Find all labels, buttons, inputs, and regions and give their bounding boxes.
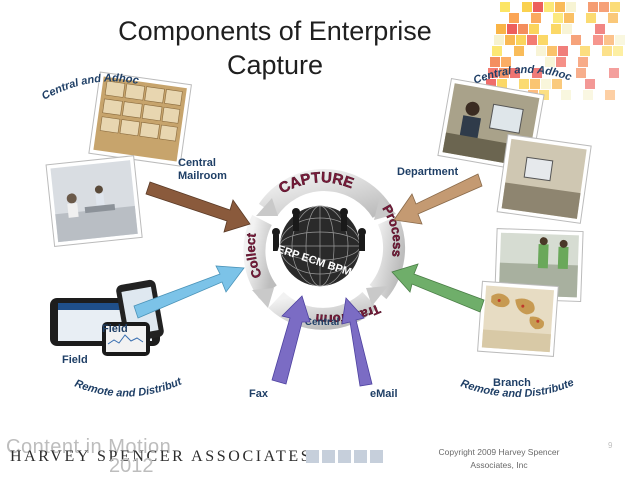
brand-year: 2012	[109, 455, 154, 478]
tablet-phone-photo	[50, 279, 165, 356]
label-field: Field	[62, 354, 88, 367]
cycle-arrowhead-icon	[252, 288, 274, 308]
center-label: Central	[305, 317, 340, 328]
label-email: eMail	[370, 388, 398, 401]
brand-logo: Content in Motion HARVEY SPENCER ASSOCIA…	[6, 437, 171, 457]
quadrant-label-top-right: Central and Adhoc	[472, 64, 573, 87]
label-central-mailroom: Central Mailroom	[178, 157, 248, 183]
office-staff-photo	[46, 156, 142, 247]
label-fax: Fax	[249, 388, 268, 401]
label-field-photo: Field	[102, 323, 128, 336]
desk-photo	[497, 134, 591, 223]
footer-squares	[306, 450, 383, 463]
label-department: Department	[397, 166, 458, 179]
world-map-photo	[478, 281, 559, 356]
copyright-text: Copyright 2009 Harvey Spencer Associates…	[429, 446, 569, 472]
arrow-department	[394, 174, 482, 224]
arrow-mailroom	[146, 182, 250, 232]
arrow-branch	[392, 264, 484, 312]
mailroom-photo	[89, 72, 192, 166]
page-number: 9	[608, 441, 612, 450]
brand-name: HARVEY SPENCER ASSOCIATES	[10, 448, 312, 466]
label-branch: Branch	[493, 377, 531, 390]
